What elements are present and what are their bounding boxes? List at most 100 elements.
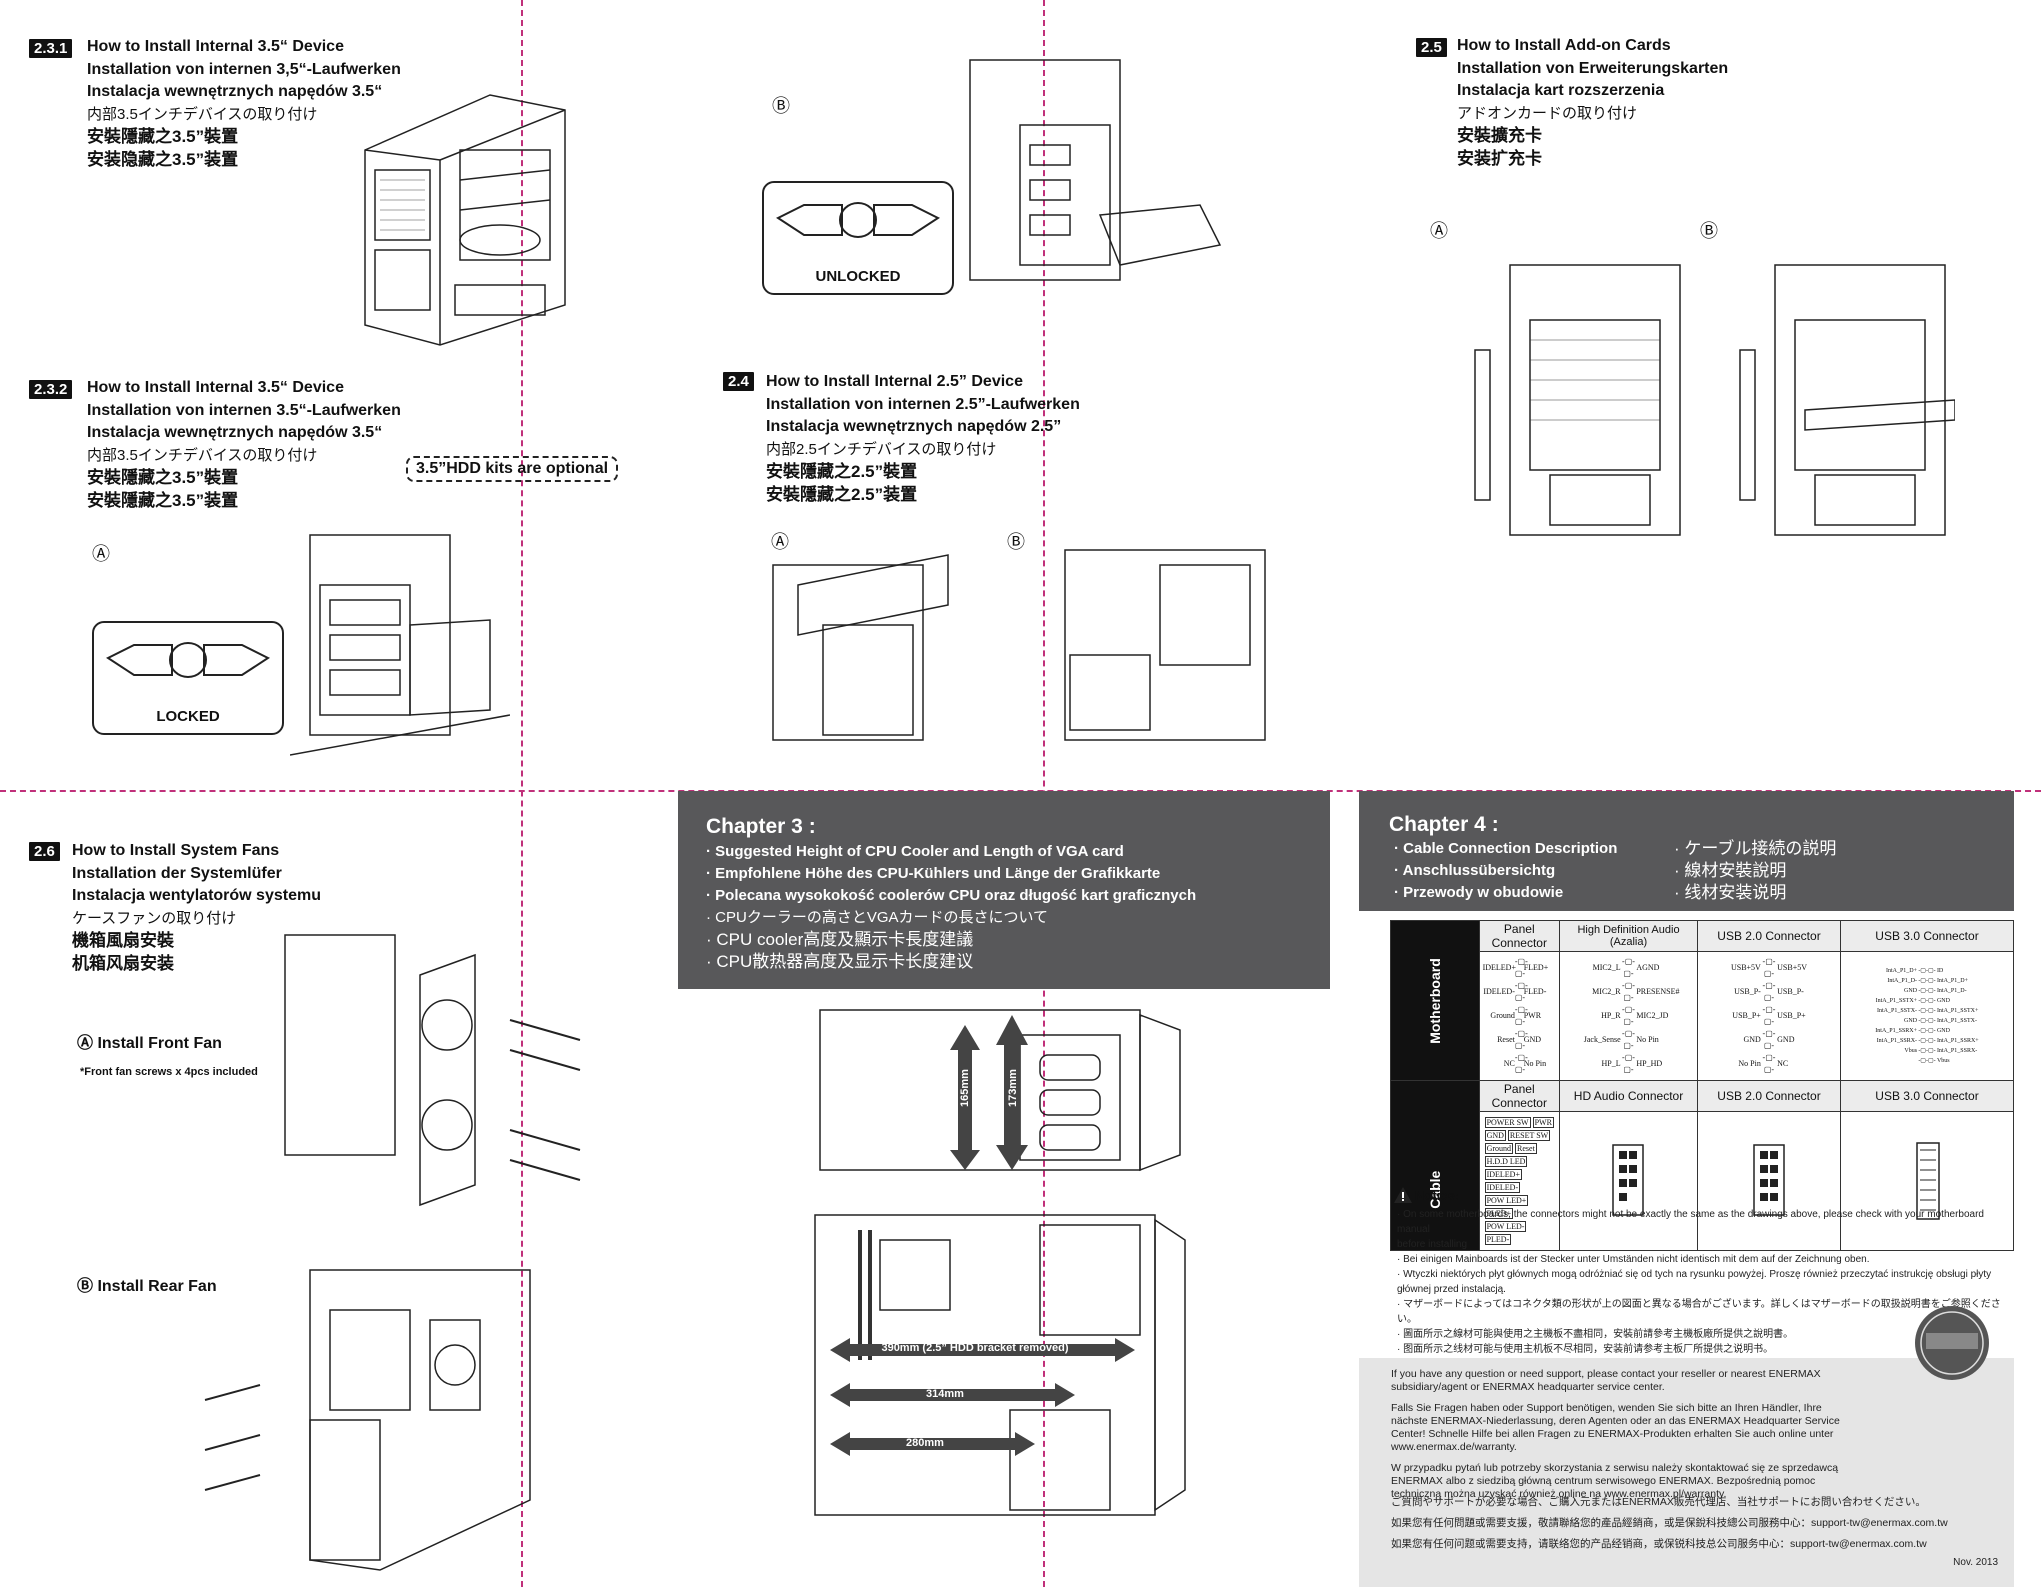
cable-plug-label: POW LED+ [1484,1195,1529,1206]
warning-icon [1394,1187,1412,1203]
pin-row: NC-▢-▢-No Pin [1483,1052,1556,1076]
lock-icon [105,642,271,678]
pin-label: IntA_P1_SSTX- [1877,1008,1918,1014]
pin-pair: -▢-▢- [1762,981,1776,1002]
pin-pair: -▢-▢- [1762,1029,1776,1050]
pin-label: GND [1904,988,1918,994]
chapter-3-header: Chapter 3 : · Suggested Height of CPU Co… [678,791,1330,989]
pin-pair: -▢-▢- [1622,1005,1635,1026]
pin-row: Ground-▢-▢-PWR [1483,1004,1556,1028]
pin-row: IntA_P1_D+-▢-▢-ID [1844,966,2010,976]
locked-callout: LOCKED [92,621,284,735]
usb3-plug [1840,1111,2014,1251]
pin-row: USB_P+-▢-▢-USB_P+ [1701,1004,1837,1028]
pin-row: GND-▢-▢-GND [1701,1028,1837,1052]
rear-fan-illustration [204,1269,531,1571]
pin-label: IntA_P1_SSRX- [1876,1038,1918,1044]
unlocked-callout: UNLOCKED [762,181,954,295]
pin-pair: -▢-▢- [1514,957,1528,978]
section-2-3-1-title: How to Install Internal 3.5“ Device Inst… [87,38,401,169]
pin-pair: -▢-▢- [1918,1008,1936,1014]
cable-plug-label: H.D.D LED [1484,1156,1528,1167]
pin-pair: -▢-▢- [1918,998,1936,1004]
print-date: Nov. 2013 [1953,1557,1998,1568]
section-2-3-2-title: How to Install Internal 3.5“ Device Inst… [87,379,401,510]
pin-label: No Pin [1738,1059,1761,1068]
pin-label: HP_L [1601,1059,1621,1068]
pin-label: IDELED- [1483,987,1515,996]
pin-pair: -▢-▢- [1514,1053,1528,1074]
cable-plug-label: POW LED- [1484,1221,1527,1232]
pin-label: IntA_P1_SSRX+ [1936,1038,1979,1044]
pin-label: IntA_P1_SSTX- [1936,1018,1977,1024]
hd-audio-plug [1559,1111,1698,1251]
pin-label: USB+5V [1730,963,1761,972]
vga-length-diagram [814,1214,1186,1516]
pin-row: -▢-▢-Vbus [1844,1056,2010,1066]
pin-row: IDELED+-▢-▢-FLED+ [1483,956,1556,980]
panel-connector-pins: IDELED+-▢-▢-FLED+IDELED--▢-▢-FLED-Ground… [1478,951,1561,1081]
pin-pair: -▢-▢- [1918,1038,1936,1044]
side-label-motherboard: Motherboard [1390,920,1480,1081]
pin-row: IntA_P1_SSRX--▢-▢-IntA_P1_SSRX+ [1844,1036,2010,1046]
pin-pair: -▢-▢- [1918,988,1936,994]
pin-label: IntA_P1_D- [1936,988,1967,994]
pin-label: GND [1523,1035,1542,1044]
cable-plug-label: RESET SW [1507,1130,1551,1141]
pin-row: GND-▢-▢-IntA_P1_SSTX- [1844,1016,2010,1026]
marker-a: Ⓐ [92,544,110,564]
dim-280mm: 280mm [906,1437,944,1449]
pin-label: ID [1936,968,1944,974]
section-badge: 2.6 [29,842,60,861]
cable-plug-label: POWER SW [1484,1117,1531,1128]
section-2-6-title: How to Install System Fans Installation … [72,842,321,973]
pin-label: IntA_P1_D+ [1885,968,1918,974]
pin-row: GND-▢-▢-IntA_P1_D- [1844,986,2010,996]
marker-a: Ⓐ [1430,221,1448,241]
pin-pair: -▢-▢- [1918,1058,1936,1064]
pin-label: USB_P+ [1732,1011,1761,1020]
cable-plug-label: Ground [1484,1143,1514,1154]
optional-note: 3.5”HDD kits are optional [406,456,619,482]
section-2-5-title: How to Install Add-on Cards Installation… [1457,37,1729,168]
rear-fan-label: Ⓑ Install Rear Fan [77,1278,217,1295]
pin-row: Jack_Sense-▢-▢-No Pin [1563,1028,1694,1052]
pin-label: IDELED+ [1482,963,1516,972]
section-badge: 2.3.2 [29,380,73,399]
side-label-cable: Cable [1390,1080,1480,1251]
marker-b: Ⓑ [772,96,790,116]
pin-row: USB_P--▢-▢-USB_P- [1701,980,1837,1004]
pin-label: USB_P+ [1777,1011,1806,1020]
pin-label: GND [1904,1018,1918,1024]
pin-label: USB_P- [1734,987,1761,996]
pin-row: No Pin-▢-▢-NC [1701,1052,1837,1076]
pin-row: USB+5V-▢-▢-USB+5V [1701,956,1837,980]
pin-label: MIC2_JD [1636,1011,1669,1020]
cable-plug-label: Reset [1515,1143,1537,1154]
pin-label: USB+5V [1777,963,1807,972]
pin-label: GND [1743,1035,1761,1044]
pin-label: MIC2_R [1592,987,1621,996]
dim-390mm: 390mm (2.5” HDD bracket removed) [881,1342,1069,1354]
pin-pair: -▢-▢- [1622,1053,1635,1074]
pin-label: IntA_P1_D- [1887,978,1918,984]
pin-row: HP_R-▢-▢-MIC2_JD [1563,1004,1694,1028]
marker-a: Ⓐ [771,532,789,552]
pin-label: FLED+ [1523,963,1549,972]
pin-row: MIC2_L-▢-▢-AGND [1563,956,1694,980]
pin-pair: -▢-▢- [1762,1053,1776,1074]
pin-row: IntA_P1_SSTX--▢-▢-IntA_P1_SSTX+ [1844,1006,2010,1016]
cable-plug-label: IDELED- [1484,1182,1521,1193]
pin-row: Reset-▢-▢-GND [1483,1028,1556,1052]
pin-row: IDELED--▢-▢-FLED- [1483,980,1556,1004]
pin-pair: -▢-▢- [1762,957,1776,978]
cable-plug-label: PLED- [1484,1234,1512,1245]
usb2-plug [1697,1111,1841,1251]
pin-row: IntA_P1_SSTX+-▢-▢-GND [1844,996,2010,1006]
pin-row: IntA_P1_D--▢-▢-IntA_P1_D+ [1844,976,2010,986]
hdd-removal-illustration [969,59,1222,281]
pin-label: IntA_P1_SSTX+ [1936,1008,1979,1014]
